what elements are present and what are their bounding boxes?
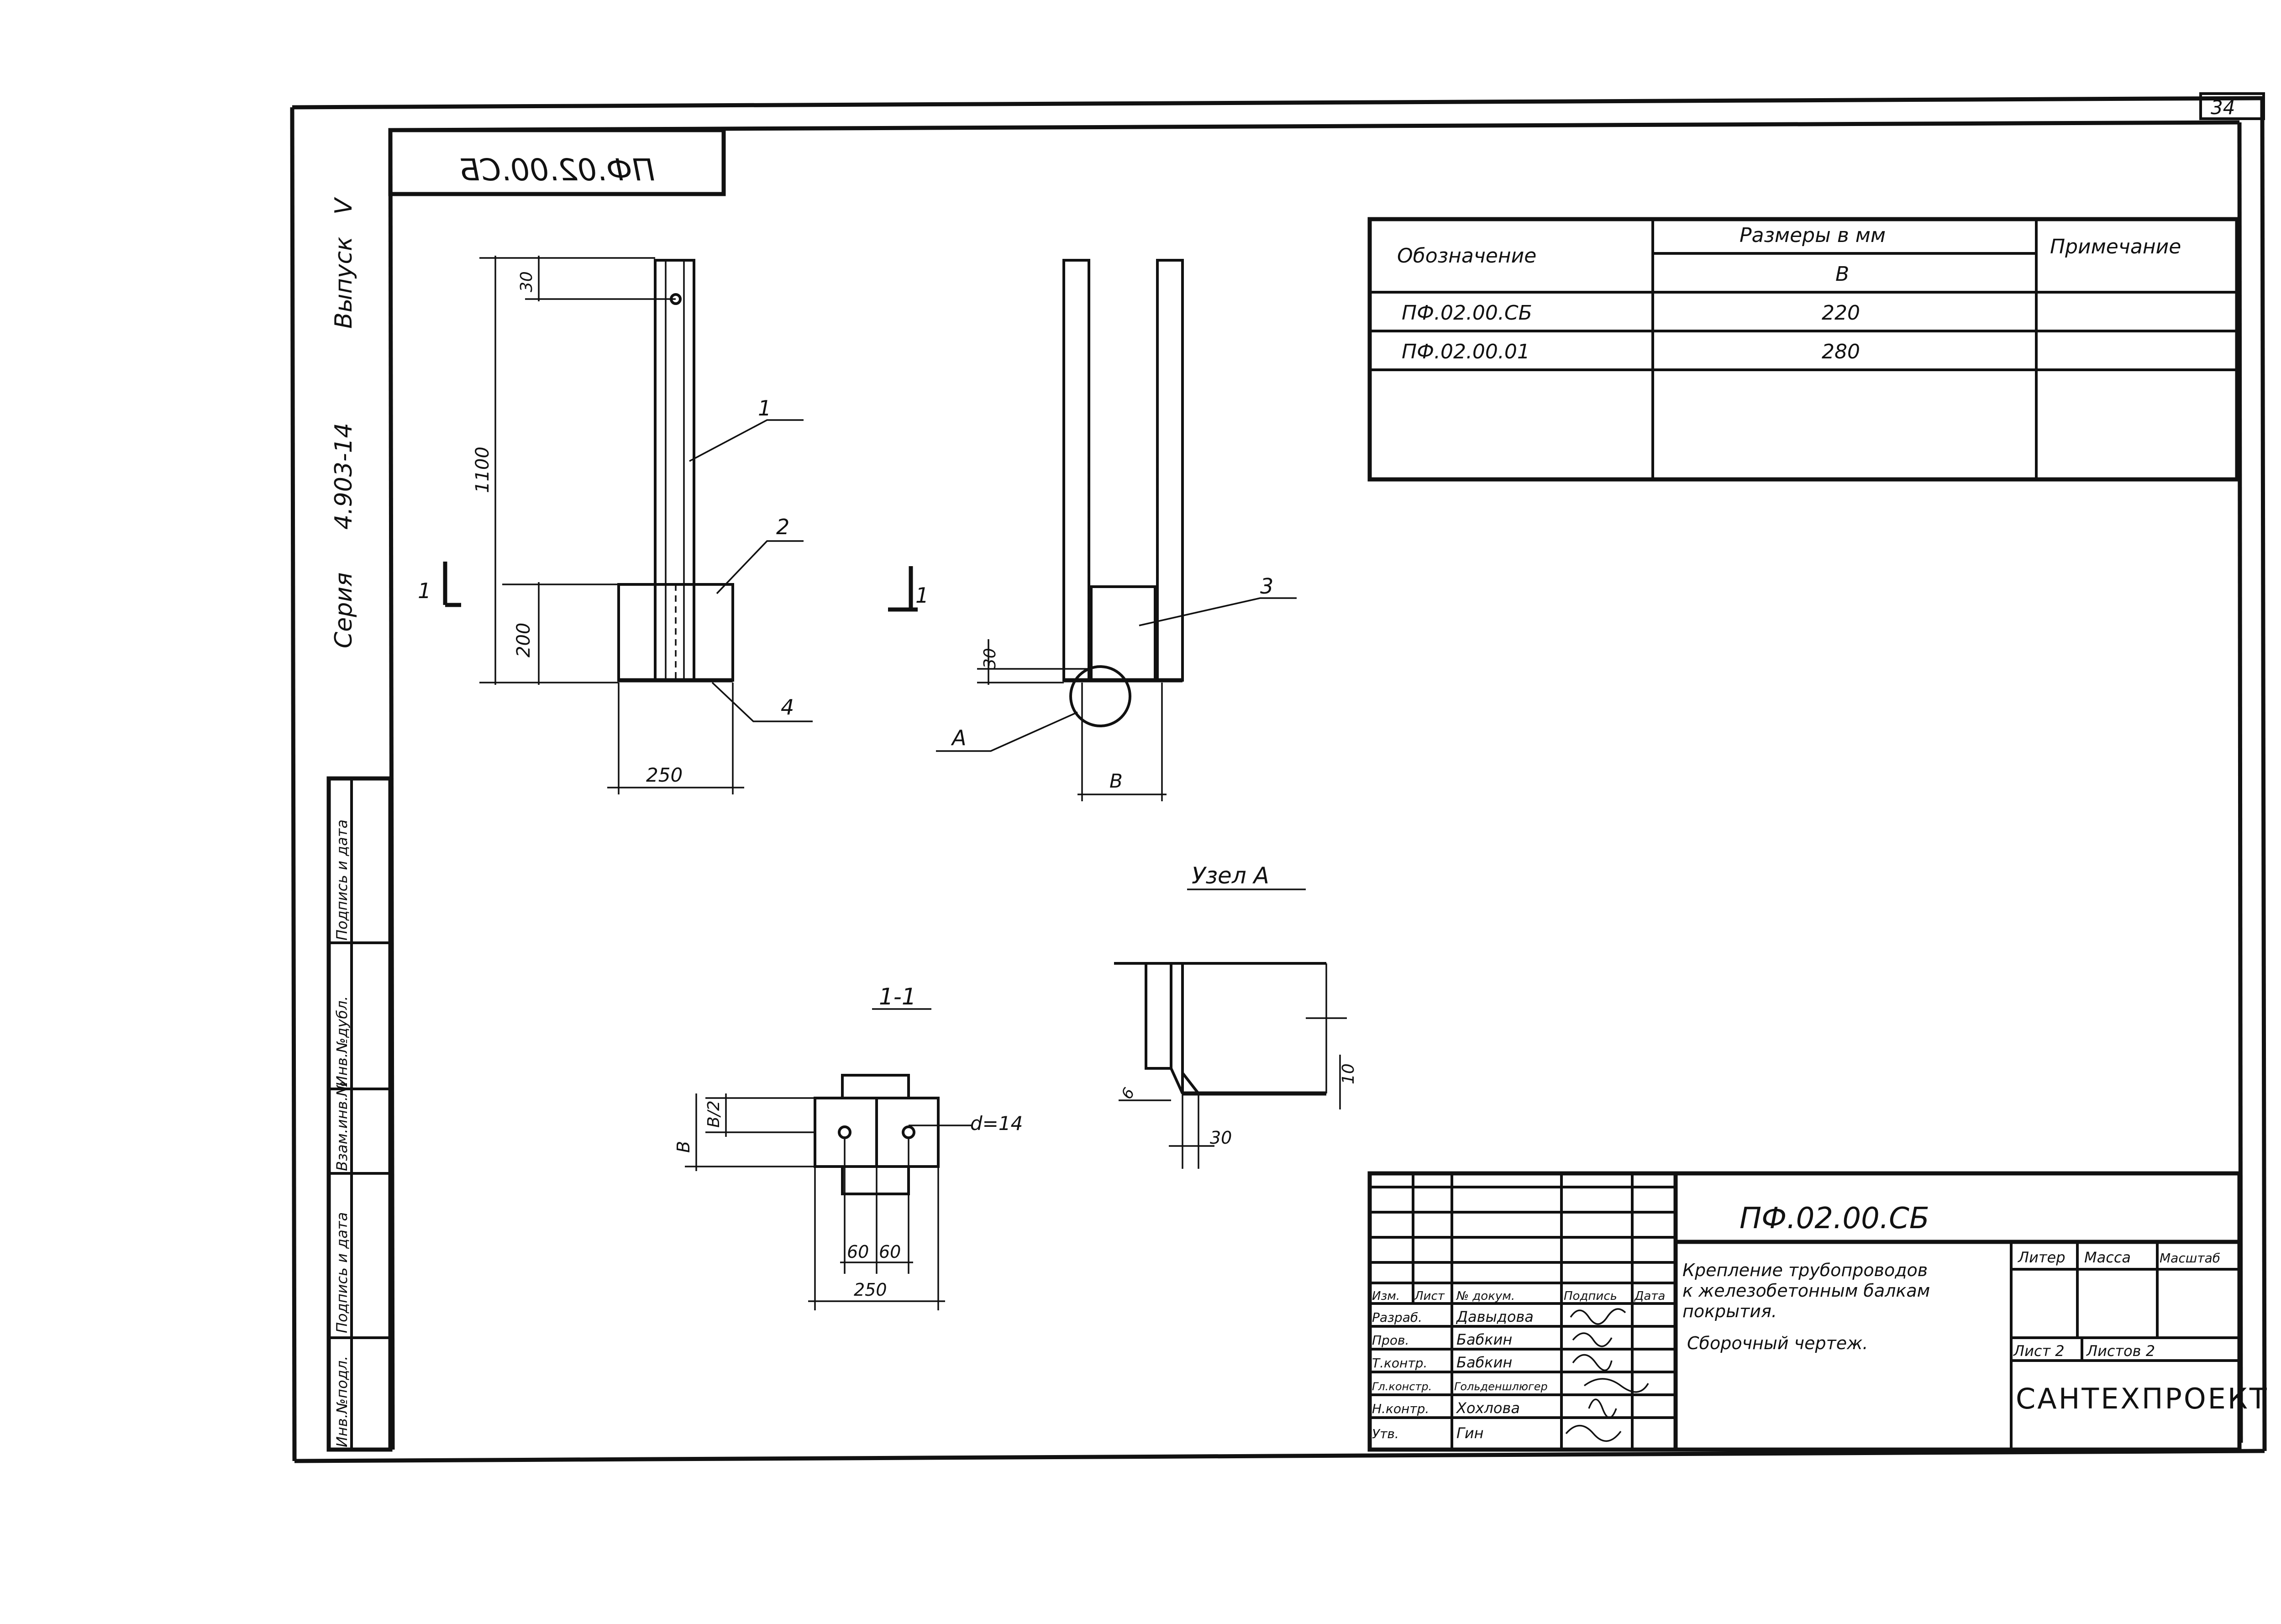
- title-block: ПФ.02.00.СБ Крепление трубопроводов к же…: [1367, 1171, 2269, 1452]
- org-name: САНТЕХПРОЕКТ: [2016, 1382, 2269, 1415]
- title-block-code: ПФ.02.00.СБ: [1740, 1202, 1929, 1235]
- v1-dim-30: 30: [517, 271, 536, 292]
- size-table-row1-designation: ПФ.02.00.СБ: [1402, 301, 1532, 325]
- stamp-label-5: Подпись и дата: [333, 820, 351, 941]
- scale-label: Масштаб: [2160, 1251, 2220, 1266]
- sec-dim-b: В: [673, 1141, 694, 1153]
- role-1: Разраб.: [1372, 1310, 1422, 1325]
- name-2: Бабкин: [1456, 1331, 1512, 1348]
- sec-dim-d: d=14: [970, 1112, 1023, 1135]
- node-dim-10: 10: [1339, 1063, 1358, 1084]
- stamp-label-2: Подпись и дата: [333, 1212, 351, 1333]
- sheets-label: Листов 2: [2086, 1342, 2155, 1360]
- v1-section-mark: 1: [418, 578, 431, 603]
- mass-label: Масса: [2084, 1249, 2131, 1266]
- view-1: 30 1100 200 250 1 2 4 1: [418, 256, 813, 794]
- left-stamp: Инв.№подл. Подпись и дата Взам.инв.№ Инв…: [326, 776, 393, 1452]
- title-line-1: Крепление трубопроводов: [1682, 1260, 1928, 1280]
- node-a: Узел А 10 30 6: [1114, 862, 1358, 1169]
- name-5: Хохлова: [1456, 1399, 1520, 1417]
- size-table-header-note: Примечание: [2050, 235, 2181, 258]
- role-3: Т.контр.: [1372, 1356, 1427, 1371]
- size-table-row2-designation: ПФ.02.00.01: [1402, 340, 1530, 363]
- name-3: Бабкин: [1456, 1354, 1512, 1371]
- v2-dim-30: 30: [981, 648, 999, 669]
- size-table-header-sizes: Размеры в мм: [1740, 224, 1886, 247]
- name-4: Гольденшлюгер: [1454, 1380, 1548, 1393]
- col-header-list: Лист: [1414, 1289, 1445, 1303]
- v1-leader-4: 4: [781, 695, 794, 720]
- sec-dim-60b: 60: [879, 1242, 901, 1262]
- col-header-date: Дата: [1634, 1289, 1665, 1303]
- role-2: Пров.: [1372, 1333, 1409, 1348]
- section-title: 1-1: [879, 983, 916, 1010]
- side-series: Серия: [330, 573, 357, 648]
- sheet-label: Лист 2: [2013, 1342, 2065, 1360]
- litera-label: Литер: [2018, 1249, 2066, 1266]
- role-4: Гл.констр.: [1372, 1380, 1432, 1393]
- col-header-izm: Изм.: [1372, 1289, 1400, 1303]
- node-title: Узел А: [1192, 862, 1269, 889]
- v2-dim-b: В: [1109, 770, 1123, 792]
- page-number: 34: [2211, 96, 2235, 119]
- size-table: Обозначение Размеры в мм В Примечание ПФ…: [1367, 217, 2239, 482]
- v1-dim-250: 250: [646, 764, 683, 786]
- name-6: Гин: [1456, 1424, 1484, 1442]
- col-header-sign: Подпись: [1564, 1289, 1617, 1303]
- mirrored-code: ПФ.02.00.СБ: [459, 152, 655, 188]
- size-table-row1-b: 220: [1822, 301, 1860, 325]
- size-table-header-designation: Обозначение: [1397, 244, 1536, 268]
- size-table-row2-b: 280: [1822, 340, 1860, 363]
- signatures: [1565, 1308, 1649, 1442]
- sec-dim-b2: В/2: [704, 1100, 723, 1128]
- v1-leader-1: 1: [758, 396, 771, 420]
- v2-section-mark: 1: [915, 583, 929, 608]
- size-table-header-b: В: [1835, 263, 1849, 286]
- mirrored-code-box: ПФ.02.00.СБ: [388, 128, 726, 196]
- title-line-2: к железобетонным балкам: [1682, 1281, 1930, 1301]
- side-label: Серия 4.903-14 Выпуск V: [330, 197, 357, 648]
- sec-dim-250: 250: [854, 1280, 887, 1300]
- name-1: Давыдова: [1456, 1308, 1534, 1325]
- role-6: Утв.: [1372, 1426, 1399, 1441]
- role-5: Н.контр.: [1372, 1401, 1429, 1416]
- title-line-3: покрытия.: [1682, 1301, 1777, 1321]
- v1-dim-200: 200: [513, 623, 534, 657]
- view-2: 30 В 3 А 1: [888, 259, 1297, 801]
- v2-leader-3: 3: [1260, 574, 1273, 599]
- v1-leader-2: 2: [776, 515, 789, 539]
- v1-dim-1100: 1100: [472, 447, 493, 493]
- stamp-label-4: Инв.№дубл.: [333, 996, 351, 1087]
- node-dim-30: 30: [1210, 1128, 1232, 1148]
- stamp-label-3: Взам.инв.№: [333, 1081, 351, 1171]
- section-1-1: 1-1 В В/2 d=14 60 60 250: [673, 983, 1023, 1310]
- sec-dim-60a: 60: [847, 1242, 869, 1262]
- side-issue-num: V: [330, 197, 357, 215]
- title-doc-type: Сборочный чертеж.: [1687, 1333, 1868, 1353]
- v2-leader-a: А: [951, 725, 966, 750]
- stamp-label-1: Инв.№подл.: [333, 1356, 351, 1447]
- side-issue: Выпуск: [330, 237, 357, 329]
- col-header-doc: № докум.: [1456, 1289, 1515, 1303]
- side-series-code: 4.903-14: [330, 423, 357, 530]
